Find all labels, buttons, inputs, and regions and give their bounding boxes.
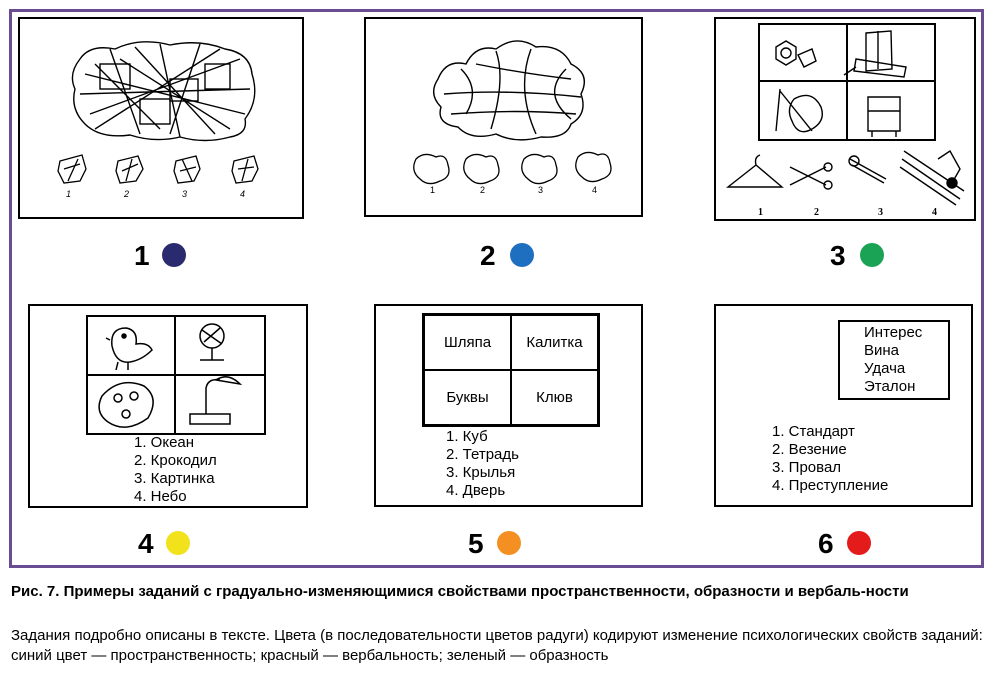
task-number: 6: [818, 528, 834, 559]
color-dot: [166, 531, 190, 555]
answer-option: 2. Тетрадь: [446, 446, 519, 463]
piece-label: 4: [240, 189, 246, 199]
fridge-icon: [867, 96, 901, 137]
color-dot: [497, 531, 521, 555]
option-label: 1: [758, 207, 763, 218]
task-number: 1: [134, 240, 150, 271]
box-word: Эталон: [864, 378, 916, 395]
nut-icon: [775, 40, 797, 66]
picture-grid-icons: [725, 30, 965, 206]
answer-option: 3. Картинка: [134, 470, 215, 487]
pin-icon: [849, 158, 887, 184]
answer-option: 3. Крылья: [446, 464, 516, 481]
task-panel-2: 1 2 3 4: [364, 17, 643, 217]
figure-caption-text: Задания подробно описаны в тексте. Цвета…: [11, 627, 983, 664]
picture-grid: [86, 315, 266, 435]
picture-grid-icons: [98, 323, 243, 428]
option-label: 4: [932, 207, 937, 218]
answer-option: 4. Дверь: [446, 482, 506, 499]
lamp-icon: [189, 376, 243, 425]
word-grid: Шляпа Калитка Буквы Клюв: [422, 313, 600, 427]
task-panel-3: 1 2 3 4: [714, 17, 976, 221]
box-word: Вина: [864, 342, 900, 359]
grid-word: Клюв: [511, 370, 598, 425]
answer-option: 2. Везение: [772, 441, 847, 458]
piece-label: 1: [430, 185, 436, 195]
task-panel-5: Шляпа Калитка Буквы Клюв 1. Куб 2. Тетра…: [374, 304, 643, 507]
piece-label: 3: [182, 189, 188, 199]
option-label: 2: [814, 207, 819, 218]
globe-icon: [199, 323, 225, 349]
word-puzzle-image: [413, 40, 612, 185]
word-box: Интерес Вина Удача Эталон: [838, 320, 950, 400]
hanger-icon: [725, 154, 784, 188]
figure-caption-title: Рис. 7. Примеры заданий с градуально-изм…: [11, 583, 909, 600]
color-dot: [860, 243, 884, 267]
picture-grid: [758, 23, 936, 141]
palette-icon: [98, 381, 154, 428]
task-number: 3: [830, 240, 846, 271]
bird-icon: [105, 327, 153, 371]
box-word: Интерес: [864, 324, 923, 341]
music-icon: [899, 149, 965, 206]
answer-option: 4. Небо: [134, 488, 187, 505]
color-dot: [847, 531, 871, 555]
answer-option: 1. Стандарт: [772, 423, 855, 440]
task-number: 5: [468, 528, 484, 559]
option-label: 3: [878, 207, 883, 218]
answer-option: 3. Провал: [772, 459, 842, 476]
answer-options: 1. Стандарт 2. Везение 3. Провал 4. Прес…: [772, 423, 888, 495]
grid-word: Шляпа: [424, 315, 511, 370]
box-word: Удача: [864, 360, 906, 377]
answer-option: 1. Куб: [446, 428, 488, 445]
task-panel-4: 1. Океан 2. Крокодил 3. Картинка 4. Небо: [28, 304, 308, 508]
piece-label: 4: [592, 185, 598, 195]
task-number: 2: [480, 240, 496, 271]
piece-label: 2: [480, 185, 486, 195]
answer-options: 1. Океан 2. Крокодил 3. Картинка 4. Небо: [134, 434, 217, 506]
task-panel-6: Интерес Вина Удача Эталон 1. Стандарт 2.…: [714, 304, 973, 507]
cabinet-icon: [865, 30, 893, 72]
task-number: 4: [138, 528, 154, 559]
puzzle-image: [57, 41, 259, 184]
piece-label: 1: [66, 189, 72, 199]
figure-frame: [9, 9, 984, 568]
scissors-icon: [789, 166, 827, 186]
color-dot: [162, 243, 186, 267]
piece-label: 2: [124, 189, 130, 199]
grid-word: Калитка: [511, 315, 598, 370]
answer-option: 4. Преступление: [772, 477, 889, 494]
piece-label: 3: [538, 185, 544, 195]
color-dot: [510, 243, 534, 267]
answer-option: 2. Крокодил: [134, 452, 217, 469]
task-panel-1: 1 2 3 4: [18, 17, 304, 219]
answer-option: 1. Океан: [134, 434, 195, 451]
violin-icon: [775, 88, 824, 133]
grid-word: Буквы: [424, 370, 511, 425]
answer-options: 1. Куб 2. Тетрадь 3. Крылья 4. Дверь: [446, 428, 519, 500]
